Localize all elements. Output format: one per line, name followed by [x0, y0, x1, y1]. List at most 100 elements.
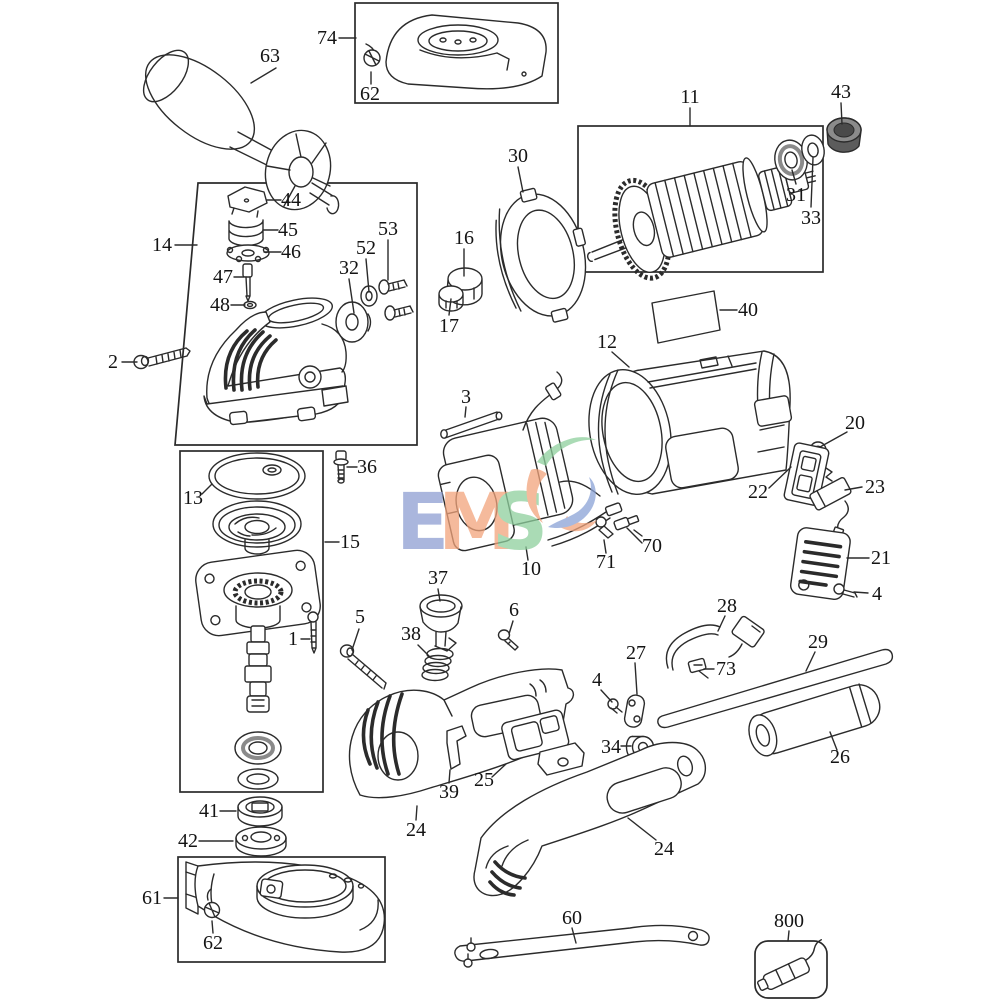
callout-40: 40 — [738, 299, 758, 321]
callout-1: 1 — [288, 628, 298, 650]
part-1-screw — [307, 611, 319, 654]
callout-38: 38 — [401, 623, 421, 645]
part-46-plate — [226, 244, 270, 263]
part-40-label-plate — [651, 290, 721, 344]
part-6-screw — [497, 629, 519, 651]
part-24-housing-lower — [473, 741, 707, 897]
watermark-letter-e: E — [396, 478, 444, 568]
callout-63: 63 — [260, 45, 280, 67]
callout-800: 800 — [774, 910, 804, 932]
part-800-grease-tube — [757, 939, 823, 991]
callout-12: 12 — [597, 331, 617, 353]
part-37-lock-knob — [419, 594, 463, 652]
part-13-ring — [208, 452, 306, 500]
watermark-ems-logo: E M S — [396, 437, 597, 568]
callout-31: 31 — [786, 184, 806, 206]
wire-upper — [522, 371, 563, 431]
callout-14: 14 — [152, 234, 172, 256]
callout-2: 2 — [108, 351, 118, 373]
callout-71: 71 — [596, 551, 616, 573]
box-part-74 — [354, 2, 559, 104]
callout-24-lower: 24 — [654, 838, 674, 860]
callout-45: 45 — [278, 219, 298, 241]
callout-74: 74 — [317, 27, 337, 49]
callout-labels: 74 62 63 11 43 31 33 30 40 12 14 44 45 4… — [108, 27, 891, 954]
group-boxes — [174, 2, 828, 999]
part-gear-case — [203, 297, 349, 426]
callout-36: 36 — [357, 456, 377, 478]
part-32-washer — [335, 301, 372, 343]
callout-47: 47 — [213, 266, 233, 288]
part-60-wrench — [454, 924, 710, 968]
part-70-terminal — [613, 515, 643, 537]
part-17-collar — [438, 285, 464, 312]
part-31-bearing — [774, 139, 808, 181]
part-22-brush-holder — [783, 442, 833, 506]
callout-48: 48 — [210, 294, 230, 316]
watermark-swirl-icon — [526, 437, 597, 532]
callout-23: 23 — [865, 476, 885, 498]
part-41-clamp-nut — [237, 796, 283, 827]
part-spindle-washer — [237, 768, 279, 790]
callout-27: 27 — [626, 642, 646, 664]
part-28-cord — [665, 615, 765, 671]
callout-22: 22 — [748, 481, 768, 503]
callout-62-top: 62 — [360, 83, 380, 105]
part-71-terminal — [595, 516, 614, 539]
callout-53: 53 — [378, 218, 398, 240]
part-5-screw — [339, 644, 387, 690]
part-73-clamp — [687, 657, 709, 679]
box-part-11 — [577, 125, 824, 273]
callout-28: 28 — [717, 595, 737, 617]
callout-42: 42 — [178, 830, 198, 852]
part-21-brush-cover — [789, 527, 851, 600]
part-spindle — [244, 625, 272, 713]
part-10-field-coil — [437, 371, 623, 552]
part-29-rod — [657, 648, 894, 729]
part-53-screws — [378, 279, 414, 321]
part-62-screw-top — [363, 43, 381, 67]
callout-62-bottom: 62 — [203, 932, 223, 954]
callout-34: 34 — [601, 736, 621, 758]
part-48-ring — [243, 300, 257, 310]
callout-13: 13 — [183, 487, 203, 509]
callout-70: 70 — [642, 535, 662, 557]
box-part-800 — [754, 940, 828, 999]
callout-17: 17 — [439, 315, 459, 337]
part-74-guard — [385, 14, 547, 90]
part-33-washer — [801, 134, 825, 166]
part-45-spring — [228, 219, 264, 247]
callout-39: 39 — [439, 781, 459, 803]
box-part-15 — [179, 450, 324, 793]
part-47-pin — [242, 263, 253, 302]
callout-15: 15 — [340, 531, 360, 553]
callout-leader-lines — [121, 37, 870, 944]
part-gear-wheel — [212, 500, 302, 555]
callout-11: 11 — [680, 86, 699, 108]
part-36-screw — [333, 450, 349, 484]
part-27-link-plate — [623, 694, 646, 728]
part-42-flange — [235, 826, 287, 857]
part-43-cap — [826, 117, 862, 153]
callout-73: 73 — [716, 658, 736, 680]
callout-25: 25 — [474, 769, 494, 791]
part-30-baffle-plate — [495, 187, 587, 323]
callout-44: 44 — [281, 189, 301, 211]
callout-16: 16 — [454, 227, 474, 249]
callout-32: 32 — [339, 257, 359, 279]
callout-30: 30 — [508, 145, 528, 167]
part-39-lever — [446, 725, 467, 770]
callout-26: 26 — [830, 746, 850, 768]
callout-41: 41 — [199, 800, 219, 822]
part-44-cap — [227, 186, 268, 218]
callout-61: 61 — [142, 887, 162, 909]
callout-20: 20 — [845, 412, 865, 434]
callout-46: 46 — [281, 241, 301, 263]
part-4-screw-right — [833, 583, 858, 598]
box-part-61 — [177, 856, 386, 963]
callout-24-upper: 24 — [406, 819, 426, 841]
callout-52: 52 — [356, 237, 376, 259]
callout-60: 60 — [562, 907, 582, 929]
